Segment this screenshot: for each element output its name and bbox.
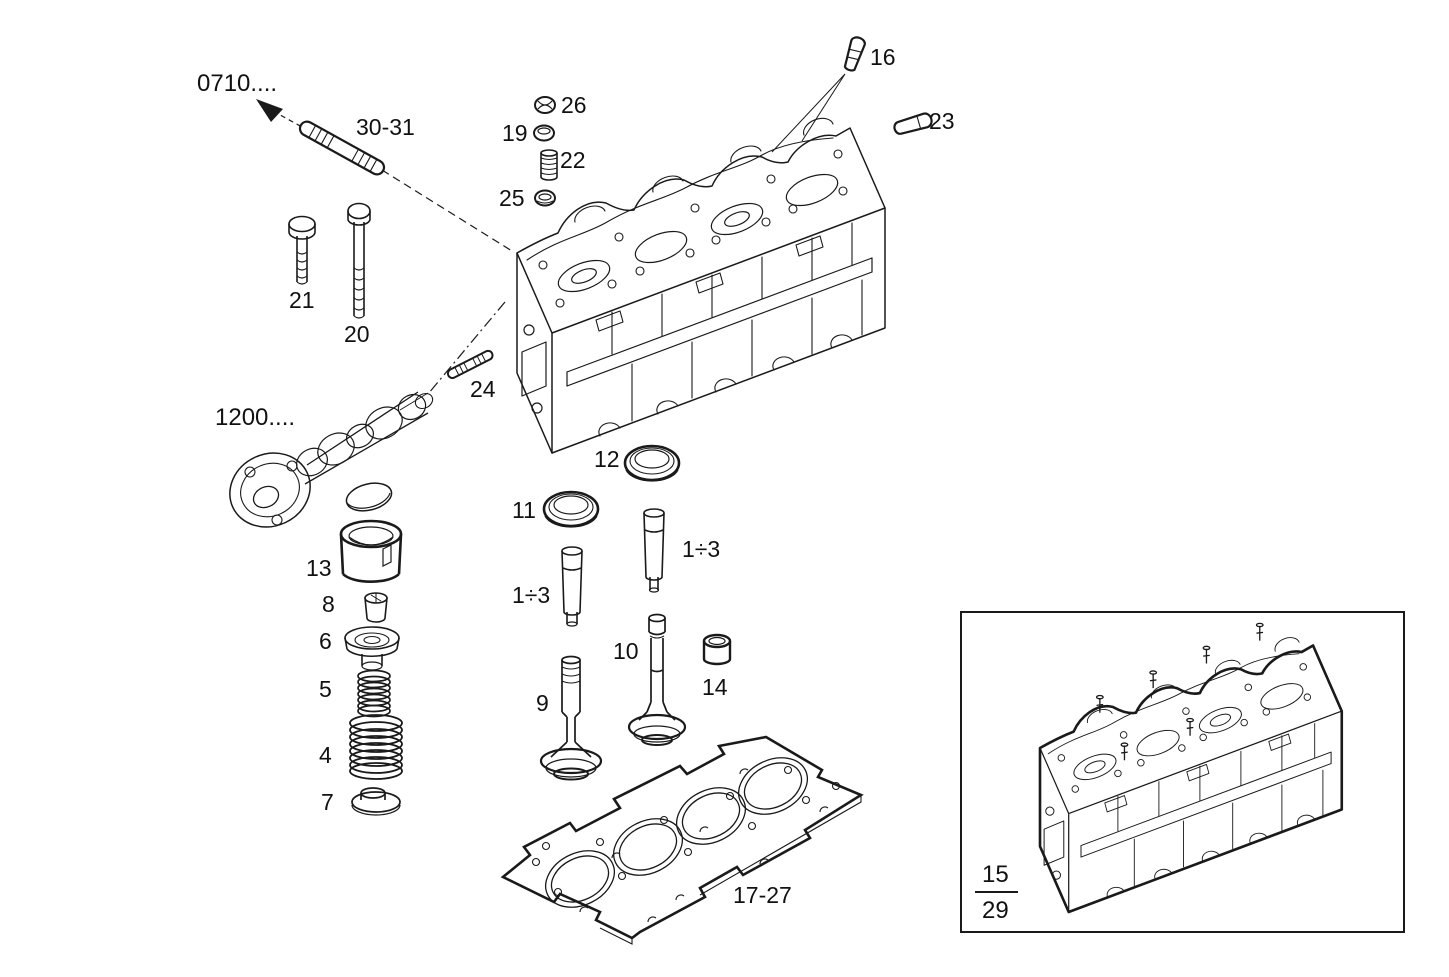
- bolt-20-drawing: [347, 202, 371, 319]
- callout-30-31[interactable]: 30-31: [356, 114, 415, 140]
- callout-7[interactable]: 7: [321, 789, 334, 815]
- pin-23-drawing: [893, 112, 933, 135]
- collet-8-drawing: [364, 592, 388, 623]
- inner-spring-5-drawing: [357, 669, 391, 718]
- callout-25[interactable]: 25: [499, 185, 525, 211]
- callout-1-3-right[interactable]: 1÷3: [682, 536, 721, 562]
- callout-20[interactable]: 20: [344, 321, 370, 347]
- valve-seal-11-drawing: [542, 490, 600, 528]
- inset-sheet-denominator: 29: [982, 897, 1009, 924]
- callout-21[interactable]: 21: [289, 287, 315, 313]
- spring-22-drawing: [540, 149, 558, 181]
- callout-13[interactable]: 13: [306, 555, 332, 581]
- inset-panel: [960, 611, 1405, 933]
- spring-seat-7-drawing: [351, 787, 401, 816]
- callout-4[interactable]: 4: [319, 742, 332, 768]
- inset-border: [960, 611, 1405, 933]
- pin-16-drawing: [843, 36, 866, 72]
- seal-25-drawing: [534, 189, 556, 207]
- valve-10-drawing: [627, 613, 687, 746]
- valve-guide-left-drawing: [561, 546, 583, 627]
- callout-19[interactable]: 19: [502, 120, 528, 146]
- stud-30-31-drawing: [298, 120, 386, 176]
- callout-ref-0710[interactable]: 0710....: [197, 70, 278, 97]
- callout-24[interactable]: 24: [470, 376, 496, 402]
- inset-sheet-numerator: 15: [982, 861, 1009, 888]
- callout-26[interactable]: 26: [561, 92, 587, 118]
- callout-ref-1200[interactable]: 1200....: [215, 404, 296, 431]
- callout-1-3-left[interactable]: 1÷3: [512, 582, 551, 608]
- callout-5[interactable]: 5: [319, 676, 332, 702]
- washer-19-drawing: [533, 124, 555, 142]
- valve-9-drawing: [539, 655, 603, 781]
- callout-12[interactable]: 12: [594, 446, 620, 472]
- cap-14-drawing: [702, 633, 732, 666]
- callout-14[interactable]: 14: [702, 674, 728, 700]
- callout-10[interactable]: 10: [613, 638, 639, 664]
- outer-spring-4-drawing: [349, 714, 403, 780]
- arrow-head: [256, 99, 283, 122]
- callout-6[interactable]: 6: [319, 628, 332, 654]
- callout-8[interactable]: 8: [322, 591, 335, 617]
- nut-26-drawing: [534, 96, 556, 114]
- callout-23[interactable]: 23: [929, 108, 955, 134]
- tappet-13-drawing: [339, 519, 403, 583]
- leader-lines: [256, 73, 846, 395]
- retainer-6-drawing: [344, 626, 400, 671]
- cap-plug-drawing: [345, 482, 393, 512]
- callout-11[interactable]: 11: [512, 497, 536, 523]
- inset-cylinder-head-drawing: [1038, 622, 1344, 914]
- valve-guide-right-drawing: [643, 508, 665, 593]
- inset-studs: [1095, 622, 1264, 761]
- bolt-21-drawing: [288, 215, 316, 285]
- callout-22[interactable]: 22: [560, 147, 586, 173]
- callout-17-27[interactable]: 17-27: [733, 882, 792, 908]
- camshaft-drawing: [229, 391, 434, 528]
- camshaft-axis-line: [427, 301, 506, 395]
- callout-9[interactable]: 9: [536, 690, 549, 716]
- valve-seal-12-drawing: [623, 444, 681, 482]
- head-gasket-drawing: [500, 735, 864, 945]
- stud-24-drawing: [446, 349, 494, 380]
- callout-16[interactable]: 16: [870, 44, 896, 70]
